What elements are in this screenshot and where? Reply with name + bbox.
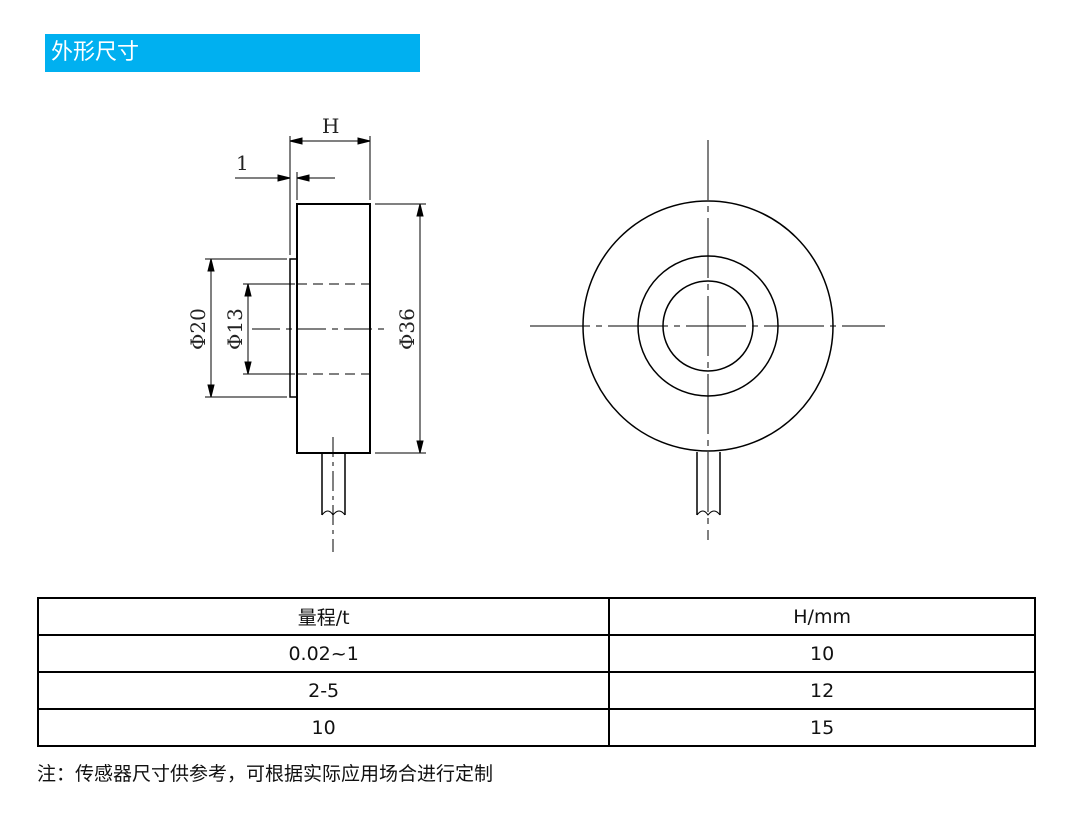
side-view [205, 136, 426, 552]
label-h: H [322, 114, 339, 138]
label-d13: Φ13 [223, 308, 247, 350]
footnote: 注：传感器尺寸供参考，可根据实际应用场合进行定制 [37, 763, 494, 785]
cell-h: 10 [608, 634, 1036, 673]
cell-h: 15 [608, 708, 1036, 747]
cell-range: 2-5 [36, 671, 611, 710]
cell-range: 0.02~1 [36, 634, 611, 673]
table-header-row: 量程/t H/mm [36, 597, 1036, 636]
cell-range: 10 [36, 708, 611, 747]
header-range: 量程/t [36, 597, 611, 636]
label-d20: Φ20 [186, 308, 210, 350]
header-h: H/mm [608, 597, 1036, 636]
label-flange: 1 [236, 151, 249, 175]
section-title: 外形尺寸 [45, 34, 420, 72]
cell-h: 12 [608, 671, 1036, 710]
front-view [530, 140, 885, 540]
dimension-drawing: H 1 Φ20 Φ13 Φ36 [186, 114, 885, 552]
label-d36: Φ36 [395, 308, 419, 350]
